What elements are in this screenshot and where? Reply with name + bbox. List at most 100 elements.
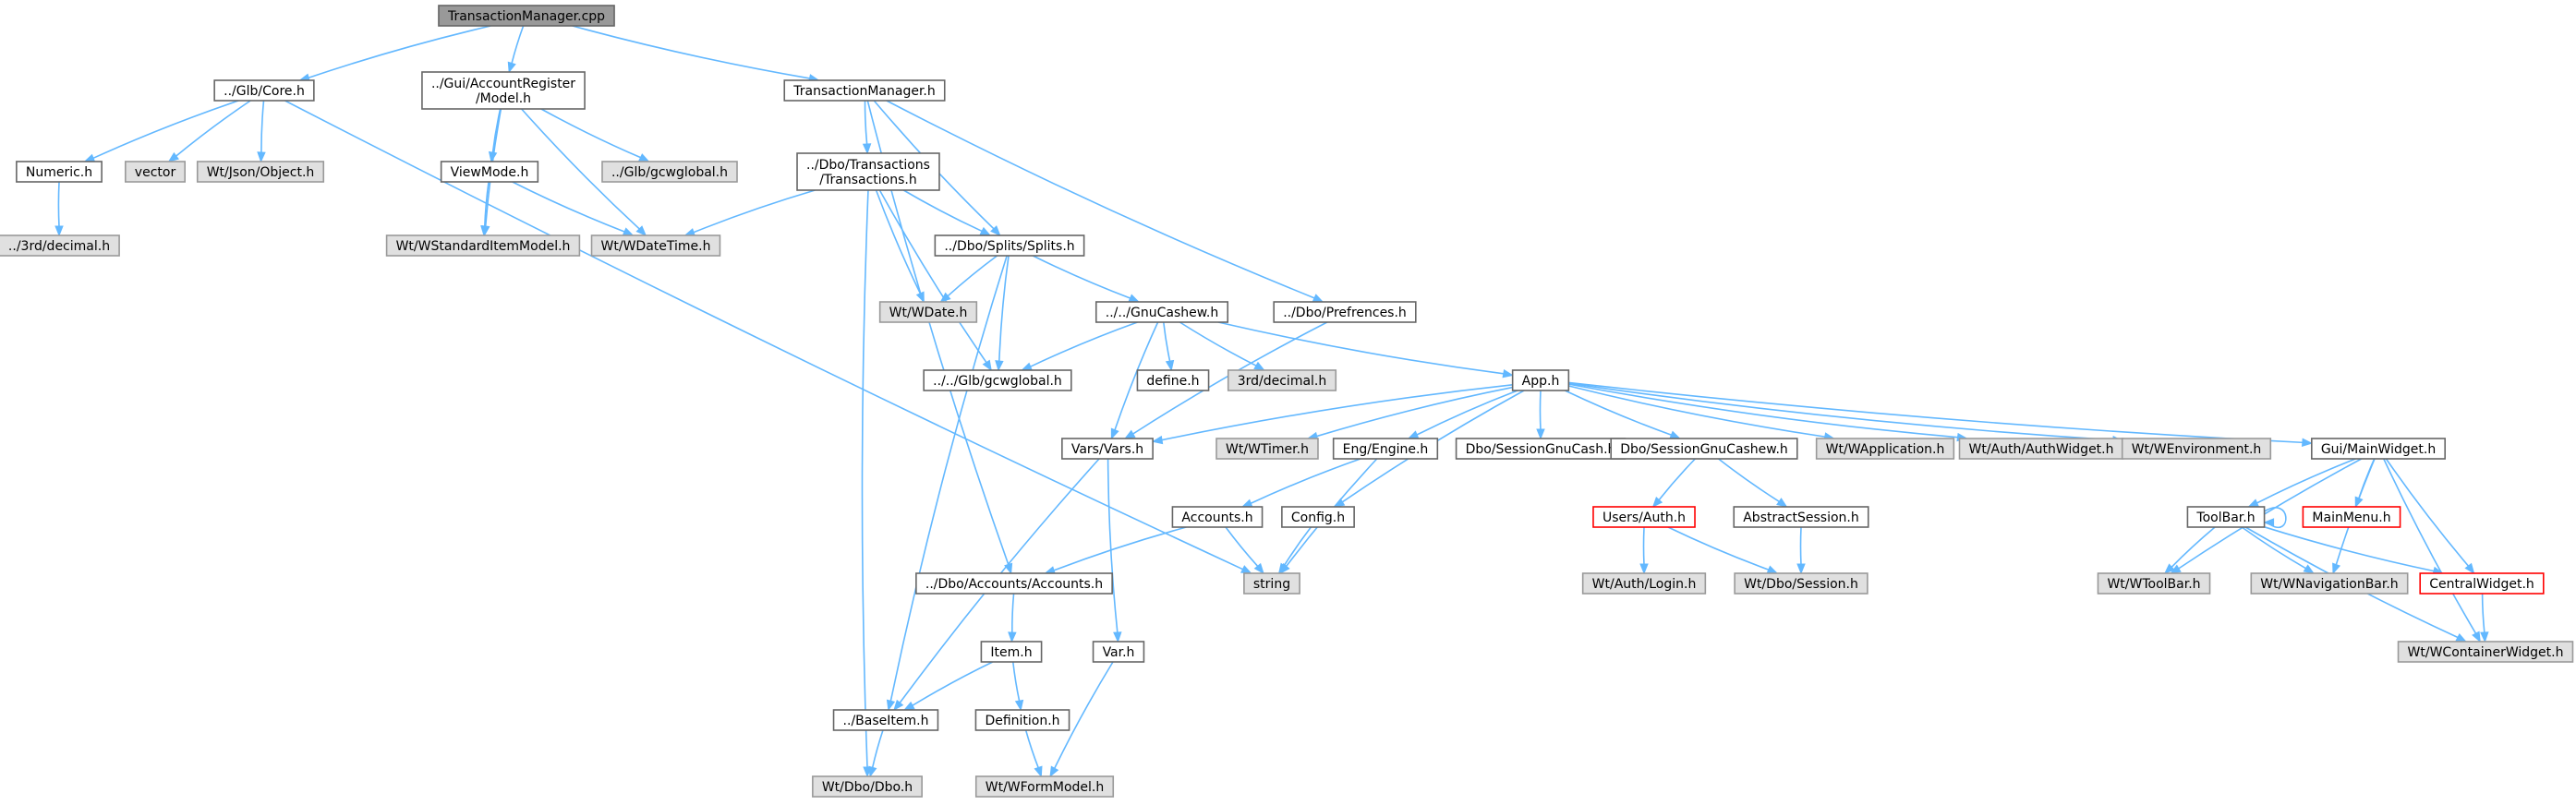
edge-app_h-to-mainwidget_h: [1568, 381, 2314, 447]
node-label: Gui/MainWidget.h: [2321, 442, 2436, 457]
node-model-h[interactable]: ../Gui/AccountRegister/Model.h: [421, 71, 586, 110]
node-wdate[interactable]: Wt/WDate.h: [878, 301, 978, 323]
node-box: [196, 161, 325, 183]
arrowhead: [2480, 631, 2489, 643]
edge-line: [260, 100, 265, 154]
node-label: Wt/Json/Object.h: [207, 165, 315, 180]
node-splits-h[interactable]: ../Dbo/Splits/Splits.h: [934, 234, 1085, 257]
node-core-h[interactable]: ../Glb/Core.h: [213, 79, 315, 102]
node-auth-login[interactable]: Wt/Auth/Login.h: [1581, 572, 1707, 595]
edge-line: [1657, 458, 1696, 501]
node-glb-gcwglobal2[interactable]: ../../Glb/gcwglobal.h: [923, 369, 1072, 391]
edge-line: [1225, 526, 1259, 568]
edge-users_auth_h-to-dbo_session: [1667, 526, 1779, 574]
node-prefrences-h[interactable]: ../Dbo/Prefrences.h: [1273, 301, 1417, 323]
node-wstandarditemmodel[interactable]: Wt/WStandardItemModel.h: [385, 234, 581, 257]
node-session-gnucashew[interactable]: Dbo/SessionGnuCashew.h: [1610, 438, 1798, 460]
node-glb-gcwglobal[interactable]: ../Glb/gcwglobal.h: [601, 161, 738, 183]
node-box: [1332, 438, 1439, 460]
arrowhead: [2163, 563, 2175, 574]
node-json-object[interactable]: Wt/Json/Object.h: [196, 161, 325, 183]
node-tm-h[interactable]: TransactionManager.h: [783, 79, 946, 102]
node-label: ../Glb/Core.h: [224, 84, 305, 99]
node-wtoolbar[interactable]: Wt/WToolBar.h: [2097, 572, 2211, 595]
edge-line: [1217, 321, 1505, 375]
node-decimal-3rd[interactable]: 3rd/decimal.h: [1227, 369, 1337, 391]
arrowhead: [167, 151, 179, 162]
edge-line: [889, 255, 1008, 703]
node-config-h[interactable]: Config.h: [1281, 506, 1355, 528]
arrowhead: [886, 699, 896, 712]
node-definition-h[interactable]: Definition.h: [974, 709, 1070, 731]
arrowhead: [982, 359, 992, 372]
node-item-h[interactable]: Item.h: [980, 641, 1043, 663]
node-label: Wt/Auth/Login.h: [1592, 577, 1697, 592]
node-app-h[interactable]: App.h: [1511, 369, 1570, 391]
node-centralwidget-h[interactable]: CentralWidget.h: [2419, 572, 2545, 595]
node-box: [915, 572, 1113, 595]
node-string[interactable]: string: [1243, 572, 1300, 595]
node-vector[interactable]: vector: [124, 161, 187, 183]
edge-item_h-to-definition_h: [1011, 661, 1024, 712]
node-dbo-session[interactable]: Wt/Dbo/Session.h: [1734, 572, 1869, 595]
edge-line: [483, 181, 490, 228]
edge-session_gnucashew-to-abstractsession_h: [1718, 458, 1788, 508]
node-users-auth-h[interactable]: Users/Auth.h: [1592, 506, 1696, 528]
node-toolbar-h[interactable]: ToolBar.h: [2186, 506, 2266, 528]
node-dbo-accounts-h[interactable]: ../Dbo/Accounts/Accounts.h: [915, 572, 1113, 595]
node-session-gnucash[interactable]: Dbo/SessionGnuCash.h: [1455, 438, 1627, 460]
arrowhead: [507, 61, 516, 74]
edge-gnucashew_h-to-define_h: [1162, 321, 1175, 372]
arrowhead: [1165, 359, 1175, 372]
arrowhead: [1151, 435, 1164, 445]
node-wenvironment[interactable]: Wt/WEnvironment.h: [2121, 438, 2272, 460]
node-wapplication[interactable]: Wt/WApplication.h: [1815, 438, 1955, 460]
node-box: [1273, 301, 1417, 323]
node-wdatetime[interactable]: Wt/WDateTime.h: [590, 234, 721, 257]
edge-line: [491, 108, 502, 154]
node-label: string: [1253, 577, 1290, 592]
edge-definition_h-to-wformmodel: [1024, 729, 1043, 778]
node-tm-cpp[interactable]: TransactionManager.cpp: [438, 5, 615, 27]
edge-line: [1415, 390, 1518, 437]
node-wformmodel[interactable]: Wt/WFormModel.h: [974, 775, 1115, 798]
node-vars-h[interactable]: Vars/Vars.h: [1061, 438, 1154, 460]
edge-viewmode_h-to-wdatetime: [512, 181, 635, 236]
edge-baseitem_h-to-dbo_dbo: [868, 729, 884, 778]
arrowhead: [1502, 368, 1514, 378]
edge-core_h-to-numeric_h: [83, 100, 239, 162]
edge-mainwidget_h-to-toolbar_h: [2247, 458, 2356, 508]
edge-line: [1315, 386, 1513, 438]
node-engine-h[interactable]: Eng/Engine.h: [1332, 438, 1439, 460]
node-accounts-h[interactable]: Accounts.h: [1171, 506, 1264, 528]
node-box: [2121, 438, 2272, 460]
arrowhead: [1312, 294, 1324, 303]
arrowhead: [1014, 699, 1024, 712]
node-var-h[interactable]: Var.h: [1092, 641, 1145, 663]
node-box: [1581, 572, 1707, 595]
node-transactions-h[interactable]: ../Dbo/Transactions/Transactions.h: [796, 152, 940, 191]
node-mainwidget-h[interactable]: Gui/MainWidget.h: [2311, 438, 2446, 460]
node-viewmode-h[interactable]: ViewMode.h: [440, 161, 539, 183]
node-abstractsession-h[interactable]: AbstractSession.h: [1733, 506, 1869, 528]
edge-session_gnucashew-to-users_auth_h: [1651, 458, 1696, 509]
node-label: ToolBar.h: [2195, 511, 2255, 525]
node-baseitem-h[interactable]: ../BaseItem.h: [832, 709, 939, 731]
node-decimal-3rd-rel[interactable]: ../3rd/decimal.h: [0, 234, 120, 257]
node-box: [1243, 572, 1300, 595]
node-label: Wt/Auth/AuthWidget.h: [1968, 442, 2113, 457]
node-define-h[interactable]: define.h: [1136, 369, 1210, 391]
node-wtimer[interactable]: Wt/WTimer.h: [1215, 438, 1319, 460]
node-wcontainerwidget[interactable]: Wt/WContainerWidget.h: [2397, 641, 2574, 663]
node-label: Dbo/SessionGnuCashew.h: [1620, 442, 1788, 457]
node-gnucashew-h[interactable]: ../../GnuCashew.h: [1094, 301, 1229, 323]
edge-splits_h-to-gnucashew_h: [1032, 255, 1141, 303]
node-wnavigationbar[interactable]: Wt/WNavigationBar.h: [2250, 572, 2409, 595]
edge-splits_h-to-wdate: [939, 255, 998, 303]
node-mainmenu-h[interactable]: MainMenu.h: [2302, 506, 2401, 528]
node-label: Wt/Dbo/Session.h: [1744, 577, 1858, 592]
node-authwidget[interactable]: Wt/Auth/AuthWidget.h: [1958, 438, 2124, 460]
node-box: [783, 79, 946, 102]
node-numeric-h[interactable]: Numeric.h: [16, 161, 103, 183]
node-dbo-dbo[interactable]: Wt/Dbo/Dbo.h: [812, 775, 923, 798]
